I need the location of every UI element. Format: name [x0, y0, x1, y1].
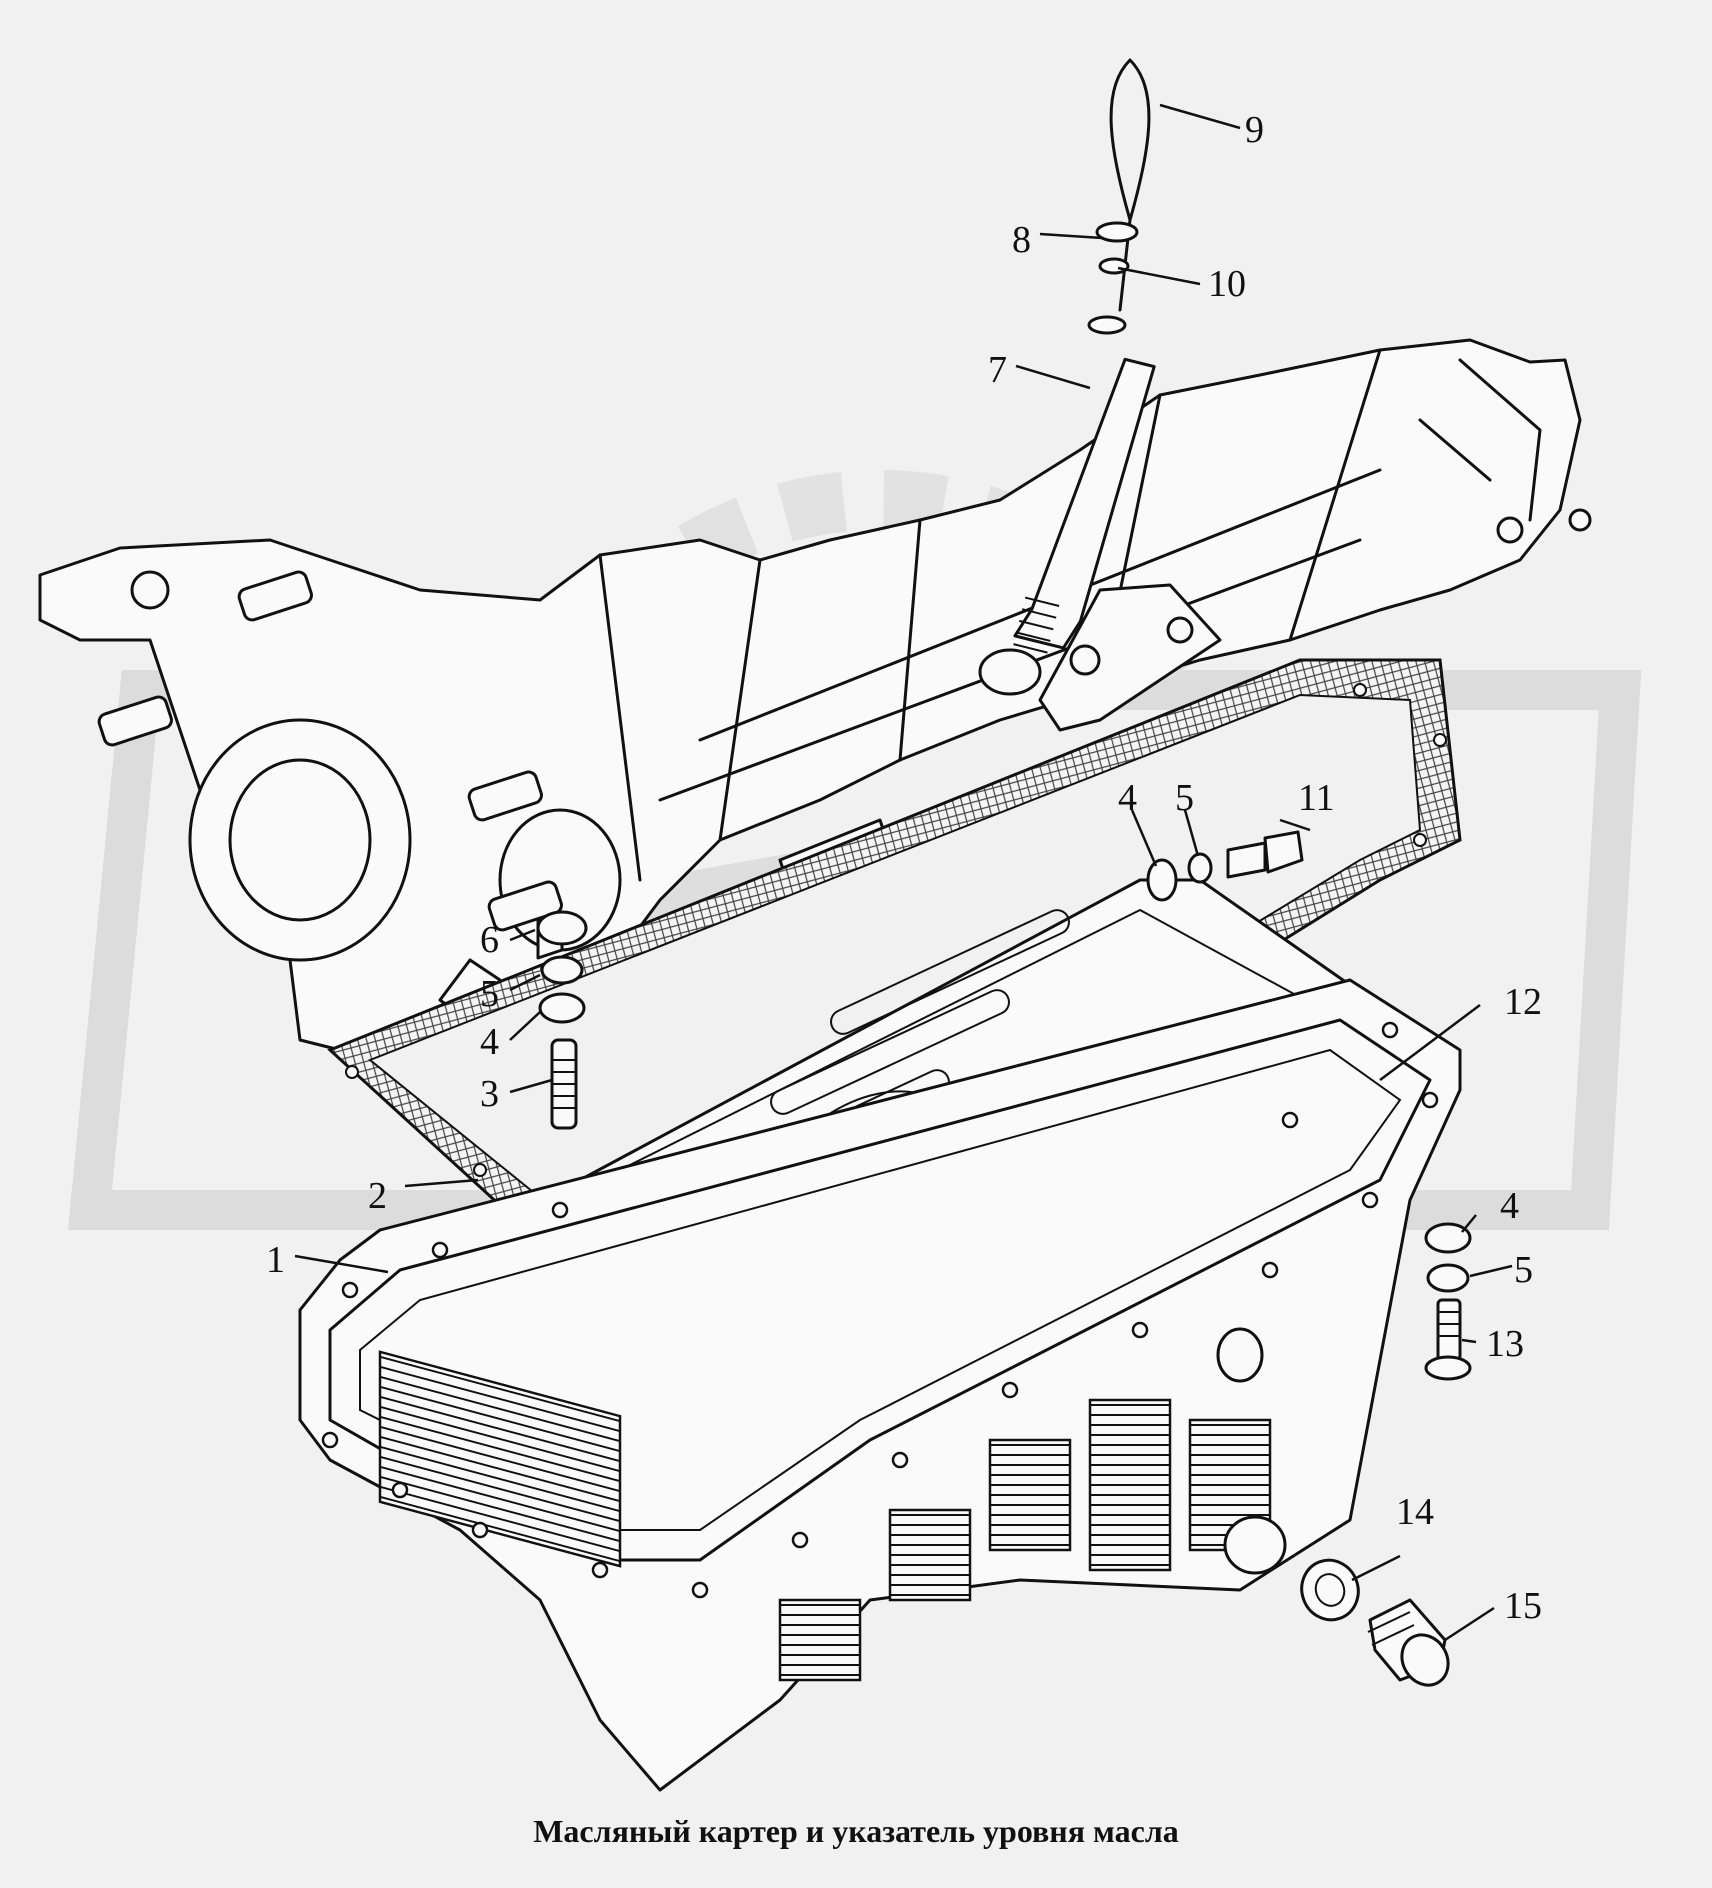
fastener-set-left — [536, 910, 588, 1130]
part-number-labels: 9 8 10 7 4 5 11 6 5 4 3 12 2 1 4 5 13 14… — [266, 109, 1542, 1627]
label-11: 11 — [1298, 777, 1335, 819]
oil-pan — [298, 978, 1462, 1792]
label-9: 9 — [1245, 109, 1264, 151]
label-3: 3 — [480, 1073, 499, 1115]
label-4-left: 4 — [480, 1021, 499, 1063]
o-ring — [1098, 257, 1130, 275]
label-7: 7 — [988, 349, 1007, 391]
label-13: 13 — [1486, 1323, 1524, 1365]
fastener-set-right-top — [1146, 830, 1304, 902]
label-12: 12 — [1504, 981, 1542, 1023]
dipstick-tube — [1013, 315, 1156, 654]
label-4-right: 4 — [1500, 1185, 1519, 1227]
dipstick — [1095, 58, 1151, 312]
drain-plug-set — [1300, 1558, 1450, 1687]
label-5-left: 5 — [480, 973, 499, 1015]
dipstick-plug — [1095, 221, 1139, 243]
figure-caption: Масляный картер и указатель уровня масла — [533, 1813, 1179, 1849]
label-1: 1 — [266, 1239, 285, 1281]
label-5-right: 5 — [1514, 1249, 1533, 1291]
label-6: 6 — [480, 919, 499, 961]
label-4-top: 4 — [1118, 777, 1137, 819]
label-2: 2 — [368, 1175, 387, 1217]
label-15: 15 — [1504, 1585, 1542, 1627]
label-14: 14 — [1396, 1491, 1434, 1533]
leader-lines — [294, 103, 1513, 1642]
fastener-set-right — [1424, 1222, 1472, 1381]
label-10: 10 — [1208, 263, 1246, 305]
label-8: 8 — [1012, 219, 1031, 261]
transmission-housing — [38, 338, 1592, 1062]
label-5-top: 5 — [1175, 777, 1194, 819]
